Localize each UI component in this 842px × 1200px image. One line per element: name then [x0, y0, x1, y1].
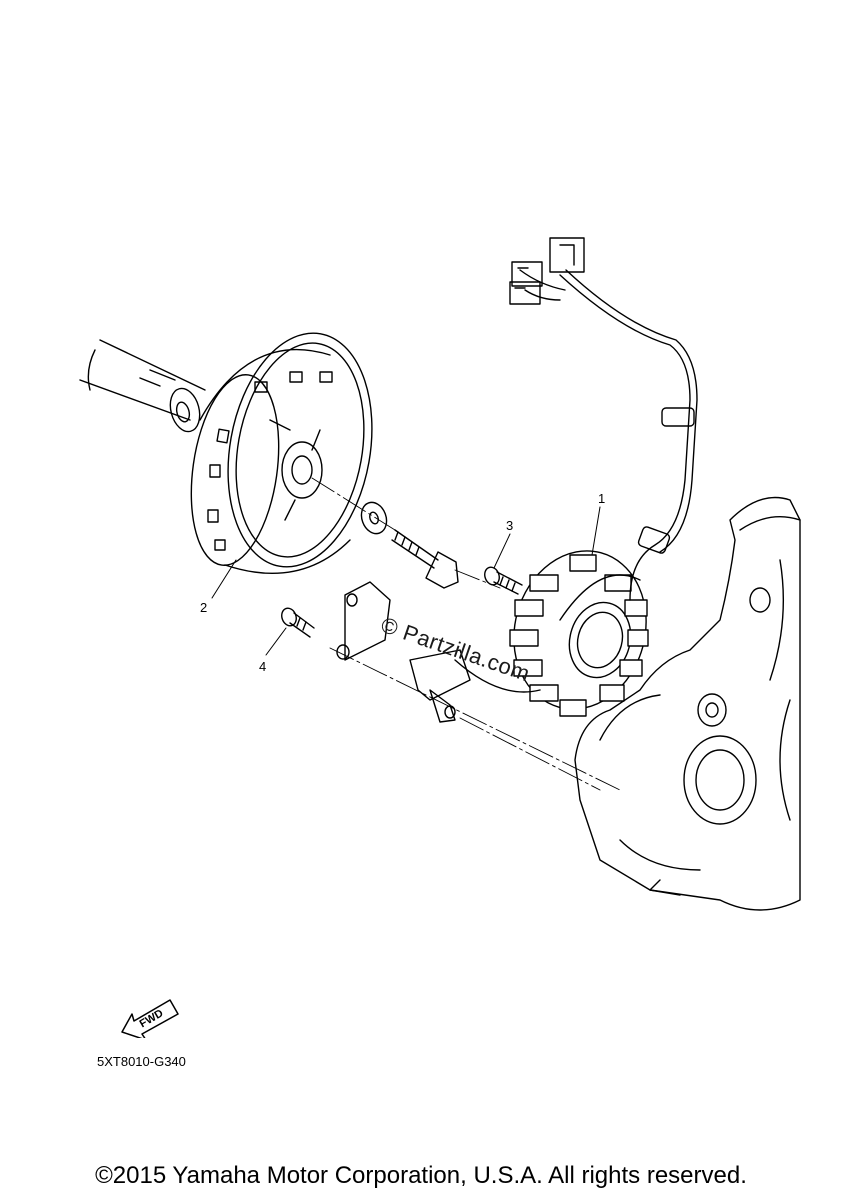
pickup-coil — [336, 581, 541, 723]
wire-harness — [509, 237, 698, 601]
crankcase-cover — [574, 496, 801, 911]
stator-coil — [509, 550, 649, 717]
assembly-lines — [311, 477, 621, 791]
callout-1: 1 — [598, 491, 606, 506]
callout-3: 3 — [506, 518, 514, 533]
pickup-screw — [281, 607, 315, 638]
callout-4: 4 — [259, 659, 267, 674]
leader-lines — [211, 506, 601, 656]
washer — [360, 501, 388, 535]
flywheel-rotor — [190, 332, 373, 575]
crankshaft-end — [79, 339, 206, 433]
copyright-notice: ©2015 Yamaha Motor Corporation, U.S.A. A… — [95, 1162, 747, 1189]
callout-2: 2 — [200, 600, 208, 615]
rotor-bolt — [391, 529, 459, 589]
fwd-arrow-icon: FWD — [121, 999, 179, 1038]
diagram-code: 5XT8010-G340 — [97, 1054, 186, 1069]
stator-bolt — [484, 566, 523, 595]
